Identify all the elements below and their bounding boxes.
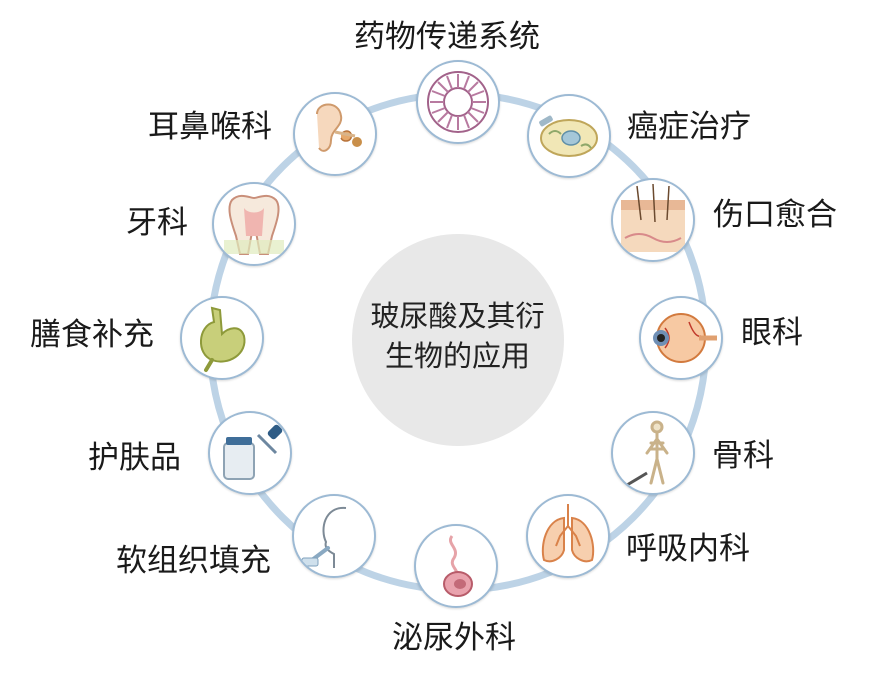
node-dietary-supplement	[180, 296, 264, 380]
node-ophthalmology	[639, 296, 723, 380]
skin-layer-icon	[621, 183, 685, 252]
label-orthopedics: 骨科	[712, 438, 774, 474]
label-wound-healing: 伤口愈合	[713, 197, 837, 233]
cancer-cell-icon	[539, 115, 598, 157]
label-respiratory: 呼吸内科	[626, 531, 750, 567]
ear-icon	[316, 103, 362, 152]
node-respiratory	[526, 494, 610, 578]
liposome-icon	[427, 71, 489, 133]
label-ophthalmology: 眼科	[741, 315, 803, 351]
lungs-icon	[541, 504, 595, 563]
node-dentistry	[212, 182, 296, 266]
eye-icon	[653, 313, 717, 363]
node-wound-healing	[611, 178, 695, 262]
label-soft-tissue-filling: 软组织填充	[116, 543, 271, 579]
node-urology	[414, 524, 498, 608]
node-soft-tissue-filling	[292, 494, 376, 578]
center-title: 玻尿酸及其衍 生物的应用	[345, 296, 570, 376]
serum-jar-icon	[223, 424, 283, 480]
center-disc	[352, 234, 564, 446]
node-ent	[293, 92, 377, 176]
label-skincare: 护肤品	[88, 440, 181, 476]
label-dentistry: 牙科	[126, 205, 188, 241]
node-drug-delivery	[416, 60, 500, 144]
skeleton-icon	[626, 420, 669, 487]
label-dietary-supplement: 膳食补充	[30, 317, 154, 353]
node-cancer-therapy	[527, 94, 611, 178]
kidney-icon	[443, 535, 473, 597]
node-skincare	[208, 411, 292, 495]
label-drug-delivery: 药物传递系统	[354, 19, 540, 55]
node-orthopedics	[611, 411, 695, 495]
tooth-icon	[224, 194, 284, 255]
label-urology: 泌尿外科	[392, 620, 516, 656]
stomach-icon	[200, 306, 246, 372]
label-ent: 耳鼻喉科	[148, 109, 272, 145]
center-title-line1: 玻尿酸及其衍	[370, 299, 545, 333]
face-injection-icon	[301, 506, 347, 568]
center-title-line2: 生物的应用	[384, 339, 530, 373]
label-cancer-therapy: 癌症治疗	[627, 109, 751, 145]
